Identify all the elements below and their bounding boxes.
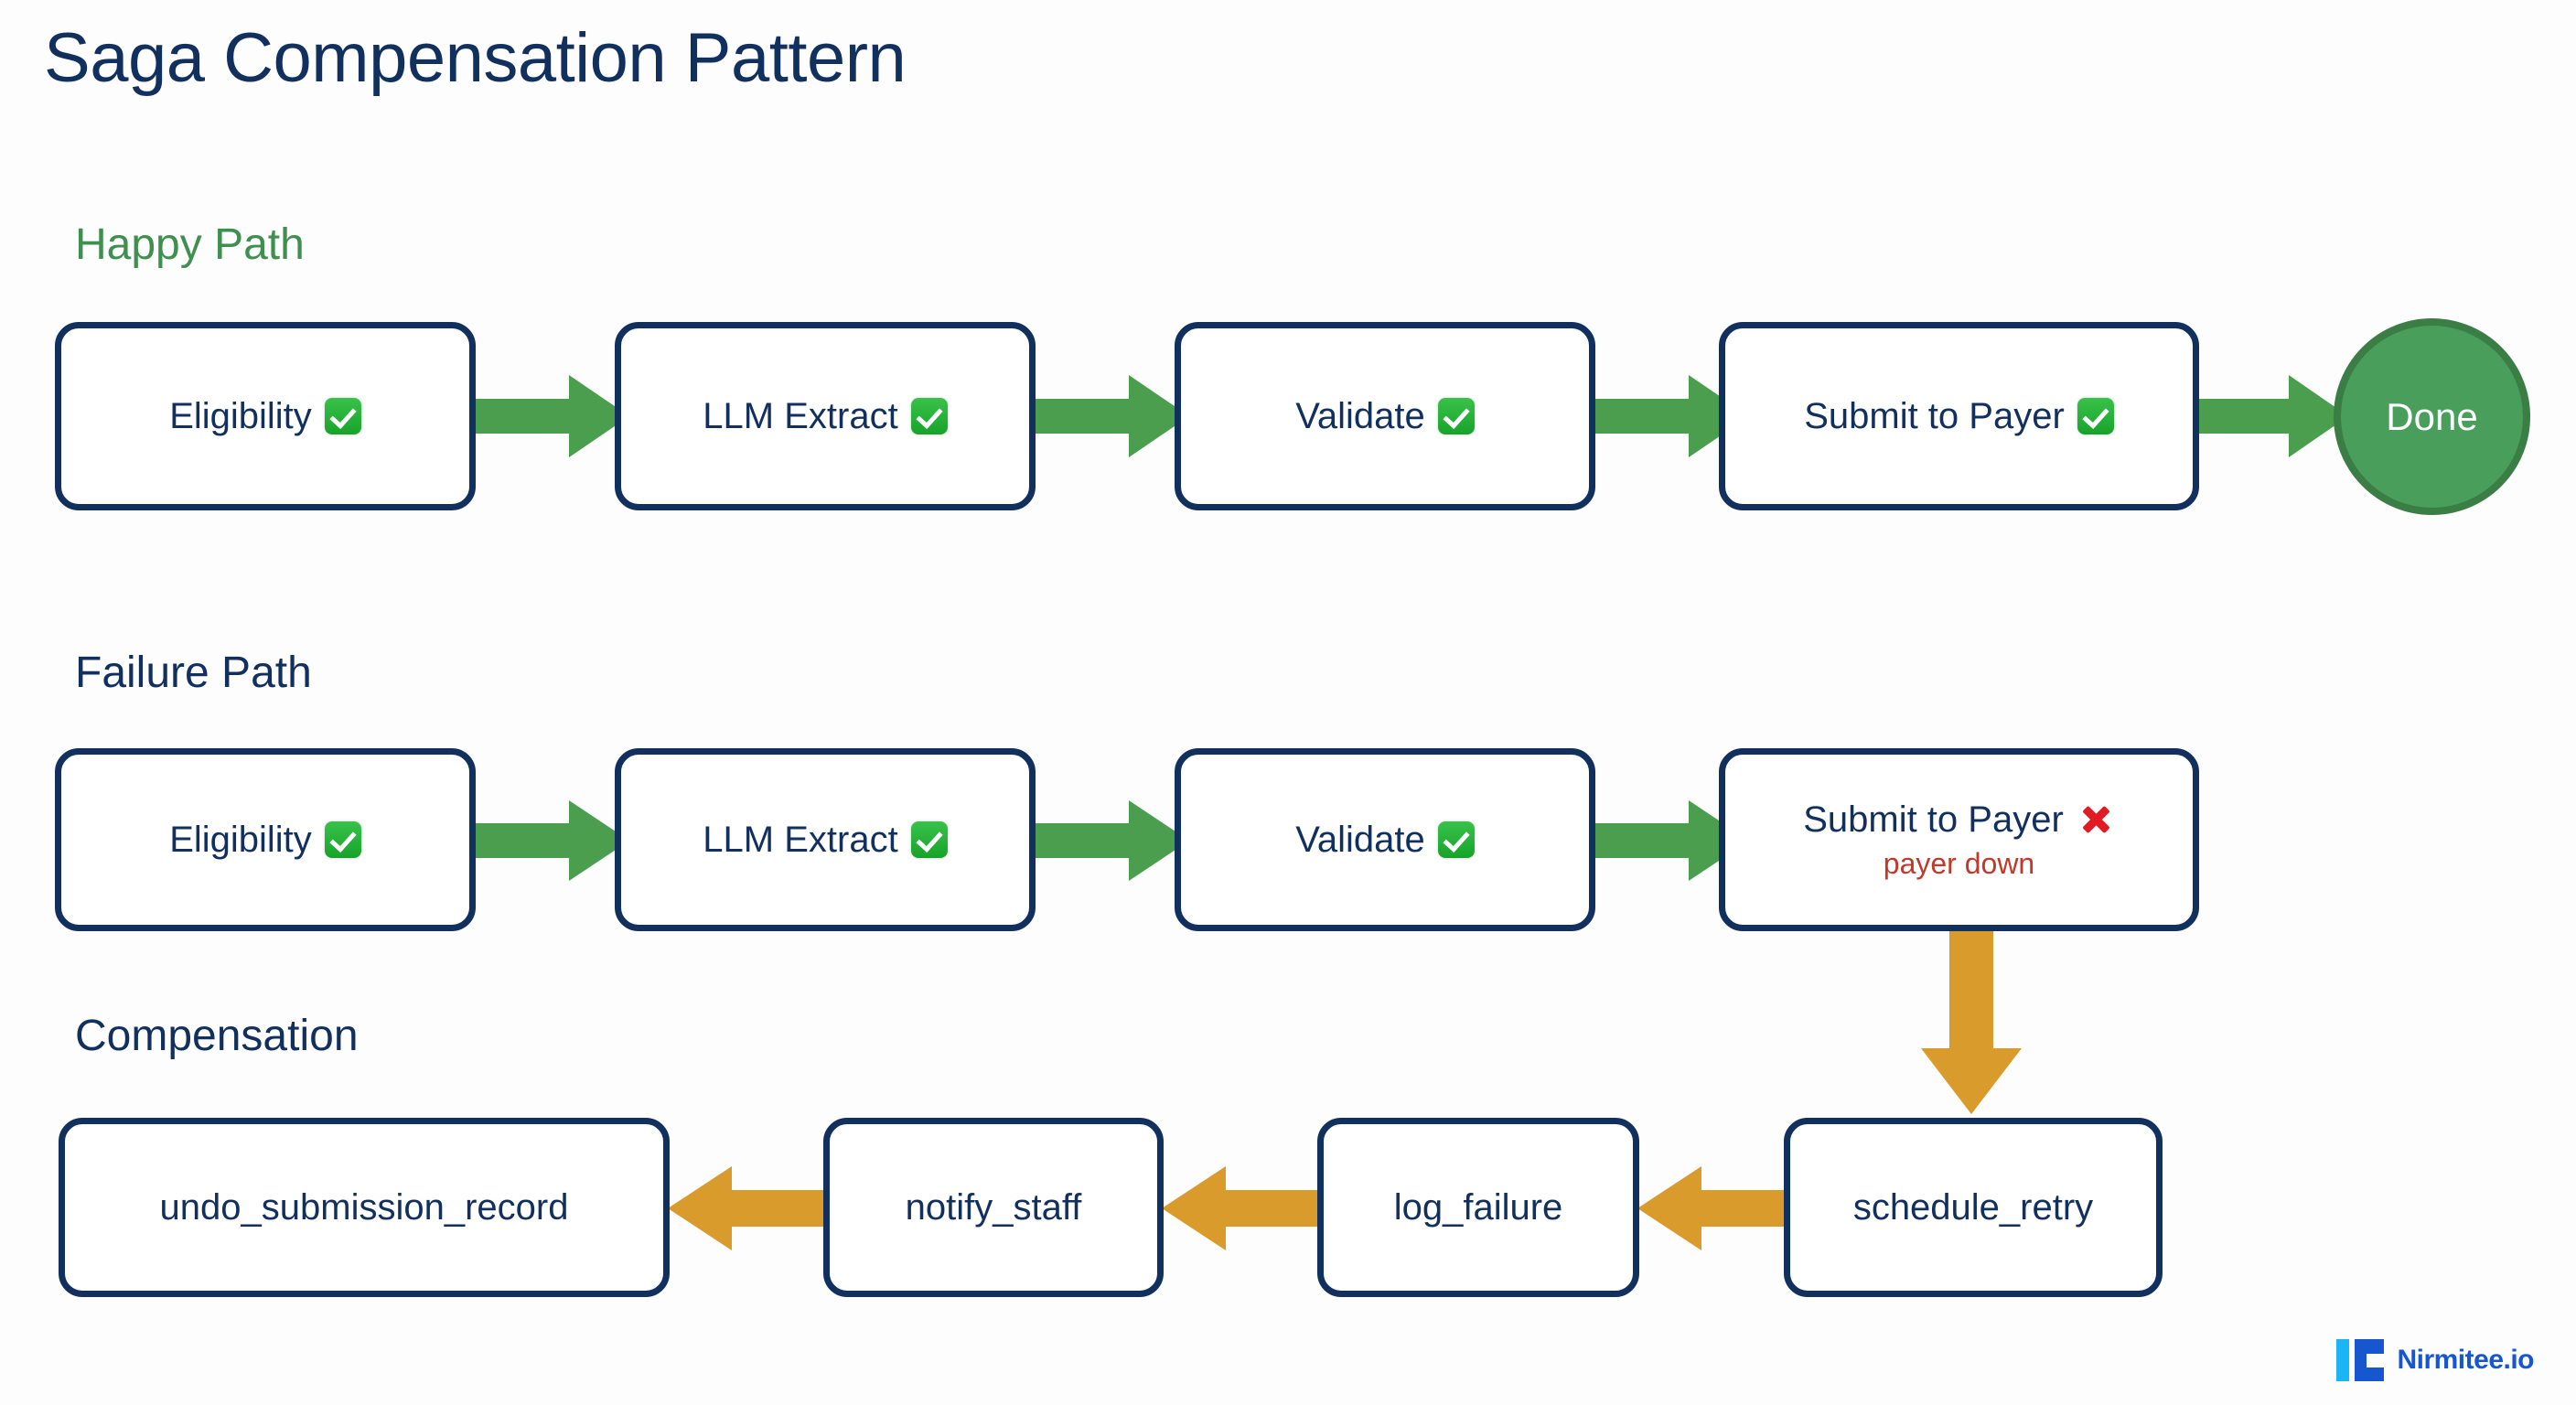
- node-text: notify_staff: [905, 1187, 1082, 1228]
- section-label-happy-path: Happy Path: [75, 220, 305, 269]
- logo-foot-shape: [2367, 1367, 2385, 1381]
- node-label: log_failure: [1394, 1187, 1563, 1228]
- section-label-compensation: Compensation: [75, 1012, 359, 1060]
- node-label: schedule_retry: [1853, 1187, 2093, 1228]
- compensation-node-undo-submission-record[interactable]: undo_submission_record: [59, 1118, 670, 1297]
- check-icon: [2077, 398, 2114, 434]
- failure-node-submit-to-payer[interactable]: Submit to Payer payer down: [1719, 748, 2199, 931]
- check-icon: [910, 821, 948, 858]
- compensation-node-notify-staff[interactable]: notify_staff: [823, 1118, 1164, 1297]
- happy-node-validate[interactable]: Validate: [1175, 322, 1595, 510]
- node-label: Eligibility: [169, 820, 361, 860]
- node-text: log_failure: [1393, 1187, 1563, 1228]
- check-icon: [324, 398, 361, 434]
- arrow-compensation-2: [1162, 1166, 1325, 1250]
- node-label: Validate: [1295, 396, 1475, 436]
- node-label: undo_submission_record: [160, 1187, 569, 1228]
- arrow-happy-4: [2197, 375, 2348, 457]
- nirmitee-logo-icon: [2336, 1339, 2385, 1381]
- check-icon: [1437, 821, 1475, 858]
- arrow-failure-3: [1594, 800, 1749, 881]
- node-text: schedule_retry: [1852, 1187, 2094, 1228]
- brand-logo: Nirmitee.io: [2336, 1339, 2534, 1381]
- failure-node-llm-extract[interactable]: LLM Extract: [615, 748, 1036, 931]
- brand-name: Nirmitee.io: [2397, 1345, 2534, 1375]
- node-label: Validate: [1295, 820, 1475, 860]
- arrow-happy-3: [1594, 375, 1749, 457]
- node-text: Validate: [1295, 820, 1425, 860]
- logo-bar-shape: [2336, 1339, 2350, 1381]
- node-label: LLM Extract: [703, 396, 948, 436]
- happy-node-submit-to-payer[interactable]: Submit to Payer: [1719, 322, 2199, 510]
- arrow-compensation-3: [1637, 1166, 1800, 1250]
- node-label: Submit to Payer: [1804, 396, 2114, 436]
- check-icon: [324, 821, 361, 858]
- arrow-compensation-1: [668, 1166, 831, 1250]
- node-text: Eligibility: [169, 820, 312, 860]
- node-label: notify_staff: [906, 1187, 1082, 1228]
- node-label: Submit to Payer: [1803, 799, 2115, 840]
- node-text: Validate: [1295, 396, 1425, 436]
- logo-n-shape: [2355, 1339, 2385, 1381]
- node-error-note: payer down: [1883, 846, 2035, 880]
- node-text: LLM Extract: [703, 396, 898, 436]
- compensation-node-schedule-retry[interactable]: schedule_retry: [1784, 1118, 2163, 1297]
- terminal-label: Done: [2386, 394, 2478, 438]
- happy-node-eligibility[interactable]: Eligibility: [55, 322, 476, 510]
- compensation-node-log-failure[interactable]: log_failure: [1317, 1118, 1639, 1297]
- node-text: Eligibility: [169, 396, 312, 436]
- node-text: Submit to Payer: [1803, 799, 2064, 840]
- arrow-happy-2: [1034, 375, 1189, 457]
- happy-node-llm-extract[interactable]: LLM Extract: [615, 322, 1036, 510]
- arrow-failure-1: [474, 800, 629, 881]
- happy-terminal-done[interactable]: Done: [2334, 318, 2530, 515]
- page-title: Saga Compensation Pattern: [44, 19, 907, 97]
- node-text: LLM Extract: [703, 820, 898, 860]
- section-label-failure-path: Failure Path: [75, 649, 312, 697]
- arrow-happy-1: [474, 375, 629, 457]
- node-label: Eligibility: [169, 396, 361, 436]
- failure-node-validate[interactable]: Validate: [1175, 748, 1595, 931]
- node-text: undo_submission_record: [159, 1187, 569, 1228]
- cross-icon: [2077, 800, 2115, 839]
- arrow-failure-to-compensation: [1921, 931, 2022, 1114]
- node-text: Submit to Payer: [1804, 396, 2065, 436]
- failure-node-eligibility[interactable]: Eligibility: [55, 748, 476, 931]
- arrow-failure-2: [1034, 800, 1189, 881]
- check-icon: [910, 398, 948, 434]
- check-icon: [1437, 398, 1475, 434]
- node-label: LLM Extract: [703, 820, 948, 860]
